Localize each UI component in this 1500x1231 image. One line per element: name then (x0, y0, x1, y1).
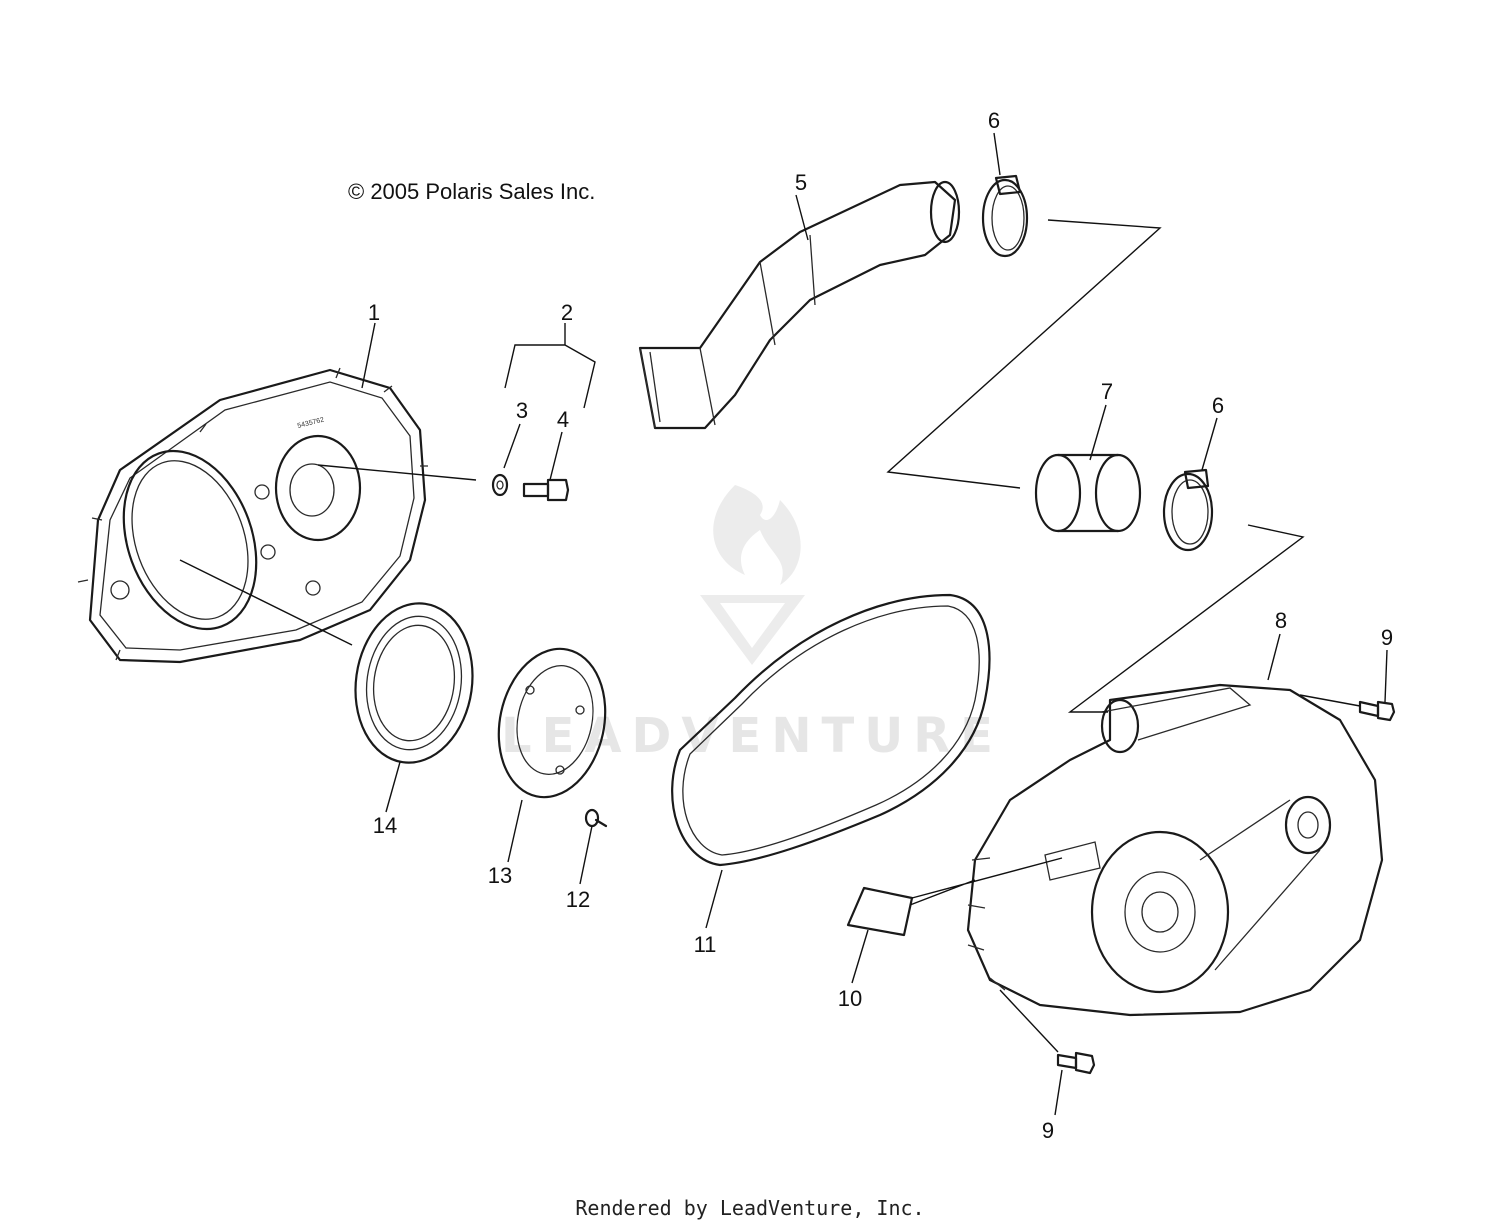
callout-3: 3 (516, 398, 528, 423)
callout-11: 11 (694, 932, 717, 957)
copyright-notice: © 2005 Polaris Sales Inc. (348, 179, 595, 204)
callout-14: 14 (373, 813, 397, 838)
callout-13: 13 (488, 863, 512, 888)
part-6-clamp-upper (981, 174, 1029, 258)
callout-2: 2 (561, 300, 573, 325)
callouts: 1 2 3 4 5 6 7 6 8 9 9 10 11 12 13 14 (368, 108, 1393, 1143)
part-1-inner-cover: 5435762 (77, 367, 428, 664)
callout-1: 1 (368, 300, 380, 325)
part-3-washer (491, 473, 509, 497)
callout-7: 7 (1101, 379, 1113, 404)
watermark-text: LEADVENTURE (501, 708, 1003, 764)
callout-8: 8 (1275, 608, 1287, 633)
part-1-stamp: 5435762 (297, 417, 325, 430)
part-14-seal (354, 602, 474, 764)
footer-rendered-by: Rendered by LeadVenture, Inc. (575, 1196, 925, 1220)
callout-6-upper: 6 (988, 108, 1000, 133)
part-7-sleeve (1034, 453, 1142, 533)
part-12-screw (584, 808, 608, 828)
part-9-bolt-lower (1056, 1051, 1096, 1075)
watermark-v-mark (700, 595, 805, 665)
part-5-air-duct (638, 180, 961, 430)
part-13-plate (497, 647, 607, 799)
part-4-bolt (522, 478, 570, 502)
part-8-outer-cover (966, 683, 1384, 1017)
callout-10: 10 (838, 986, 862, 1011)
watermark: LEADVENTURE (501, 485, 1003, 764)
callout-6-lower: 6 (1212, 393, 1224, 418)
part-6-clamp-lower (1162, 468, 1214, 552)
callout-4: 4 (557, 407, 569, 432)
part-9-bolt-upper (1358, 700, 1396, 722)
part-10-decal (846, 886, 914, 937)
callout-12: 12 (566, 887, 590, 912)
callout-5: 5 (795, 170, 807, 195)
callout-9-upper: 9 (1381, 625, 1393, 650)
part-11-drive-belt (671, 593, 991, 867)
callout-9-lower: 9 (1042, 1118, 1054, 1143)
flame-logo-icon (713, 485, 801, 585)
leader-lines (179, 132, 1388, 1116)
